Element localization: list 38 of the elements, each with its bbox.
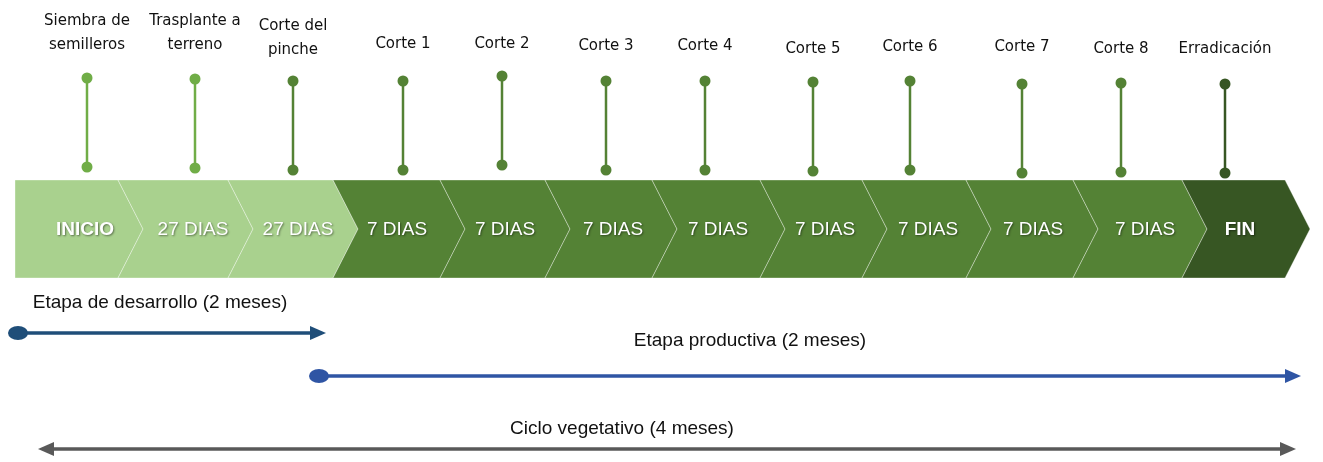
event-label: Corte 2	[474, 33, 530, 54]
step-label: 7 DIAS	[366, 218, 428, 240]
chevron-step	[440, 180, 570, 278]
chevron-step	[862, 180, 991, 278]
event-label: Trasplante a terreno	[148, 10, 242, 55]
step-label: 7 DIAS	[897, 218, 959, 240]
chevron-step	[333, 180, 465, 278]
chevron-step	[1073, 180, 1207, 278]
event-label: Corte 6	[882, 36, 938, 57]
event-label: Corte 8	[1093, 38, 1149, 59]
chevron-step	[545, 180, 677, 278]
step-label: 7 DIAS	[582, 218, 644, 240]
event-label: Corte 7	[994, 36, 1050, 57]
step-label: 7 DIAS	[794, 218, 856, 240]
event-label: Erradicación	[1178, 38, 1272, 59]
chevron-step	[966, 180, 1098, 278]
chevron-step	[760, 180, 887, 278]
event-label: Corte 3	[578, 35, 634, 56]
chevron-step	[228, 180, 358, 278]
event-label: Siembra de semilleros	[43, 10, 131, 55]
step-label: 7 DIAS	[1114, 218, 1176, 240]
stage-label: Etapa de desarrollo (2 meses)	[32, 291, 288, 313]
chevron-step	[1182, 180, 1310, 278]
event-label: Corte 1	[375, 33, 431, 54]
step-label: 7 DIAS	[687, 218, 749, 240]
event-label: Corte 4	[677, 35, 733, 56]
step-label: 7 DIAS	[1002, 218, 1064, 240]
step-label: FIN	[1224, 218, 1256, 240]
stage-label: Etapa productiva (2 meses)	[633, 329, 867, 351]
chevron-step	[652, 180, 785, 278]
event-label: Corte 5	[785, 38, 841, 59]
stage-label: Ciclo vegetativo (4 meses)	[510, 417, 734, 439]
chevron-step	[118, 180, 253, 278]
step-label: 27 DIAS	[262, 218, 334, 240]
event-label: Corte del pinche	[257, 15, 329, 60]
step-label: 27 DIAS	[157, 218, 229, 240]
step-label: 7 DIAS	[474, 218, 536, 240]
step-label: INICIO	[55, 218, 115, 240]
